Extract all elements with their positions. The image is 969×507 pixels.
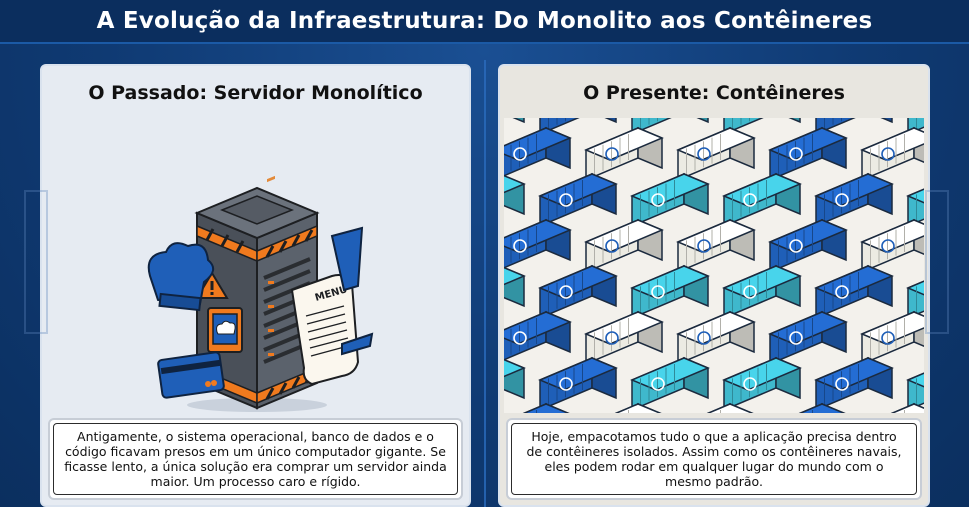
database-icon (835, 377, 849, 391)
globe-icon (789, 239, 803, 253)
edge-decoration-right (925, 190, 949, 334)
shipping-container (768, 218, 848, 274)
shipping-container (906, 280, 924, 320)
shipping-container (815, 118, 893, 136)
cloud-icon (605, 239, 619, 253)
shipping-container (676, 218, 756, 274)
center-divider (484, 60, 486, 507)
shipping-container (676, 126, 756, 182)
shipping-container (522, 402, 570, 413)
shipping-container (630, 264, 710, 320)
shipping-container (768, 310, 848, 366)
shipping-container (906, 188, 924, 228)
shipping-container (630, 356, 710, 412)
shipping-containers-illustration (504, 118, 924, 413)
shipping-container (814, 264, 894, 320)
globe-icon (697, 147, 711, 161)
shipping-container (584, 310, 664, 366)
cloud-icon (697, 331, 711, 345)
cloud-icon (835, 193, 849, 207)
panel-present: O Presente: Contêineres Hoje, empacotamo… (498, 64, 930, 507)
warning-icon (195, 271, 229, 299)
shipping-container (814, 356, 894, 412)
shipping-container (630, 172, 710, 228)
monitor-icon (651, 377, 665, 391)
shipping-container (860, 310, 924, 366)
code-icon (835, 285, 849, 299)
credit-card-icon (157, 351, 225, 399)
code-icon (881, 147, 895, 161)
kitchen-screen-icon (207, 307, 243, 353)
shipping-container (538, 356, 618, 412)
title-bar: A Evolução da Infraestrutura: Do Monolit… (0, 0, 969, 44)
shipping-container (584, 126, 664, 182)
shipping-container (722, 172, 802, 228)
code-icon (605, 331, 619, 345)
server-icon (194, 175, 320, 410)
monitor-icon (789, 331, 803, 345)
shipping-container (722, 264, 802, 320)
shipping-container (504, 218, 572, 269)
strap (330, 226, 374, 356)
shipping-container (538, 172, 618, 228)
shipping-container (676, 310, 756, 366)
panel-past-caption: Antigamente, o sistema operacional, banc… (53, 423, 458, 495)
shipping-container (906, 372, 924, 412)
shipping-container (614, 402, 662, 413)
shipping-container (860, 218, 924, 274)
shipping-container (814, 172, 894, 228)
edge-decoration-left (24, 190, 48, 334)
shipping-container (798, 402, 846, 413)
panel-present-title: O Presente: Contêineres (583, 82, 845, 104)
shipping-container (504, 310, 572, 361)
panel-present-caption-box: Hoje, empacotamos tudo o que a aplicação… (506, 418, 922, 500)
code-icon (513, 239, 527, 253)
cloud-icon (513, 147, 527, 161)
shipping-container (504, 266, 526, 308)
panel-present-caption: Hoje, empacotamos tudo o que a aplicação… (511, 423, 917, 495)
database-icon (881, 239, 895, 253)
shipping-container (504, 126, 572, 177)
shipping-container (860, 126, 924, 182)
globe-icon (743, 377, 757, 391)
globe-icon (651, 285, 665, 299)
shipping-container (722, 356, 802, 412)
monitor-icon (605, 147, 619, 161)
shipping-container (512, 118, 525, 124)
shipping-container (890, 402, 924, 413)
shipping-container (538, 264, 618, 320)
panel-past-caption-box: Antigamente, o sistema operacional, banc… (48, 418, 463, 500)
database-icon (789, 147, 803, 161)
shipping-container (706, 402, 754, 413)
panel-past: O Passado: Servidor Monolítico (40, 64, 471, 507)
code-icon (743, 193, 757, 207)
monitor-icon (559, 285, 573, 299)
shipping-container (504, 358, 526, 400)
panel-past-title: O Passado: Servidor Monolítico (88, 82, 423, 104)
shipping-container (504, 174, 526, 216)
page-title: A Evolução da Infraestrutura: Do Monolit… (96, 8, 873, 34)
cloud-icon (559, 377, 573, 391)
database-icon (513, 331, 527, 345)
shipping-container (768, 126, 848, 182)
chef-hat-icon (147, 242, 215, 312)
shipping-container (584, 218, 664, 274)
globe-icon (881, 331, 895, 345)
monolith-server-illustration: MENU (147, 175, 374, 412)
database-icon (743, 285, 757, 299)
globe-icon (559, 193, 573, 207)
monitor-icon (697, 239, 711, 253)
database-icon (651, 193, 665, 207)
